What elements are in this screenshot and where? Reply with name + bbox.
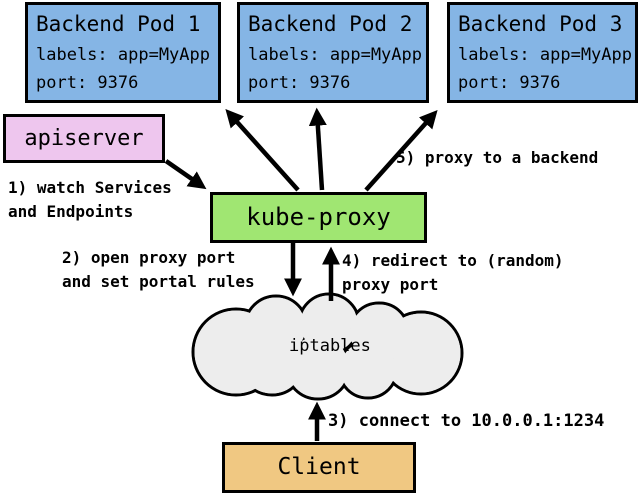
arrow-kubeproxy-to-pod2 [308, 107, 327, 191]
pod-port: port: 9376 [458, 73, 561, 93]
annotation-step5-proxy-backend: 5) proxy to a backend [396, 148, 599, 167]
backend-pod-1-box: Backend Pod 1 labels: app=MyApp port: 93… [25, 2, 221, 103]
backend-pod-2-box: Backend Pod 2 labels: app=MyApp port: 93… [237, 2, 429, 103]
pod-labels: labels: app=MyApp [36, 45, 210, 65]
annotation-step3-connect: 3) connect to 10.0.0.1:1234 [328, 411, 605, 431]
backend-pod-3-box: Backend Pod 3 labels: app=MyApp port: 93… [447, 2, 638, 103]
arrow-apiserver-to-kubeproxy [164, 159, 207, 190]
pod-title: Backend Pod 3 [458, 12, 623, 36]
kube-proxy-box: kube-proxy [210, 192, 427, 243]
pod-port: port: 9376 [36, 73, 139, 93]
annotation-step4-redirect: 4) redirect to (random) proxy port [342, 251, 564, 294]
annotation-step1-watch-services: 1) watch Services and Endpoints [8, 178, 172, 221]
pod-labels: labels: app=MyApp [458, 45, 632, 65]
apiserver-box: apiserver [3, 114, 165, 163]
pod-title: Backend Pod 1 [36, 12, 201, 36]
pod-labels: labels: app=MyApp [248, 45, 422, 65]
client-box: Client [222, 442, 416, 493]
iptables-cloud-shape [191, 292, 464, 401]
iptables-label: iptables [289, 336, 371, 356]
arrow-kubeproxy-to-pod3 [364, 109, 438, 192]
arrow-kubeproxy-to-pod1 [225, 108, 300, 192]
pod-title: Backend Pod 2 [248, 12, 413, 36]
pod-port: port: 9376 [248, 73, 351, 93]
annotation-step2-open-proxy-port: 2) open proxy port and set portal rules [62, 248, 255, 291]
